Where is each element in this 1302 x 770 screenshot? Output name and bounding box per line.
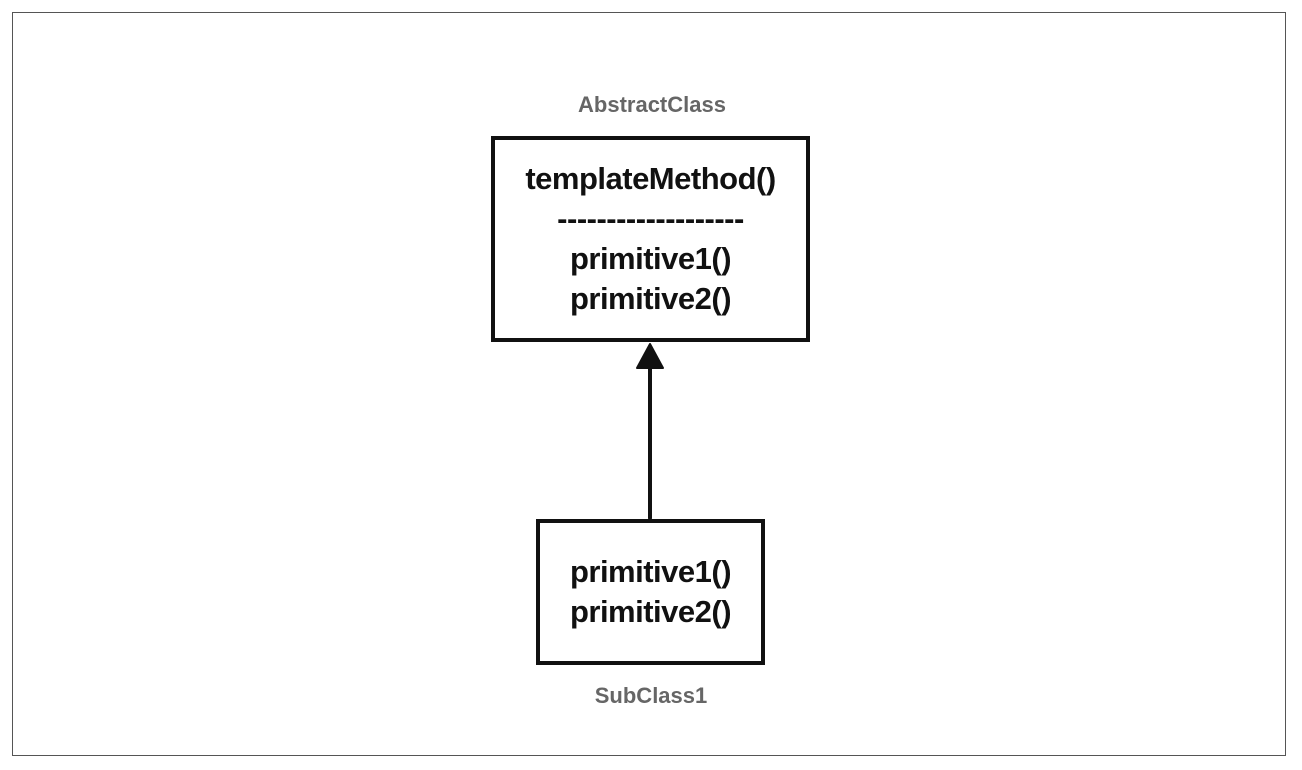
abstract-primitive1-label: primitive1() (569, 241, 732, 276)
sub-primitive1-label: primitive1() (569, 554, 732, 589)
abstract-primitive2-label: primitive2() (569, 281, 732, 316)
sub-primitive2-label: primitive2() (569, 594, 732, 629)
abstract-class-caption: AbstractClass (578, 92, 726, 117)
method-separator: ------------------- (557, 201, 744, 236)
subclass-box: primitive1() primitive2() (536, 519, 765, 665)
inheritance-arrow-head (636, 343, 664, 369)
diagram-frame (12, 12, 1286, 756)
subclass-caption: SubClass1 (594, 683, 708, 708)
template-method-label: templateMethod() (525, 161, 776, 196)
abstract-class-box: templateMethod() ------------------- pri… (491, 136, 810, 342)
